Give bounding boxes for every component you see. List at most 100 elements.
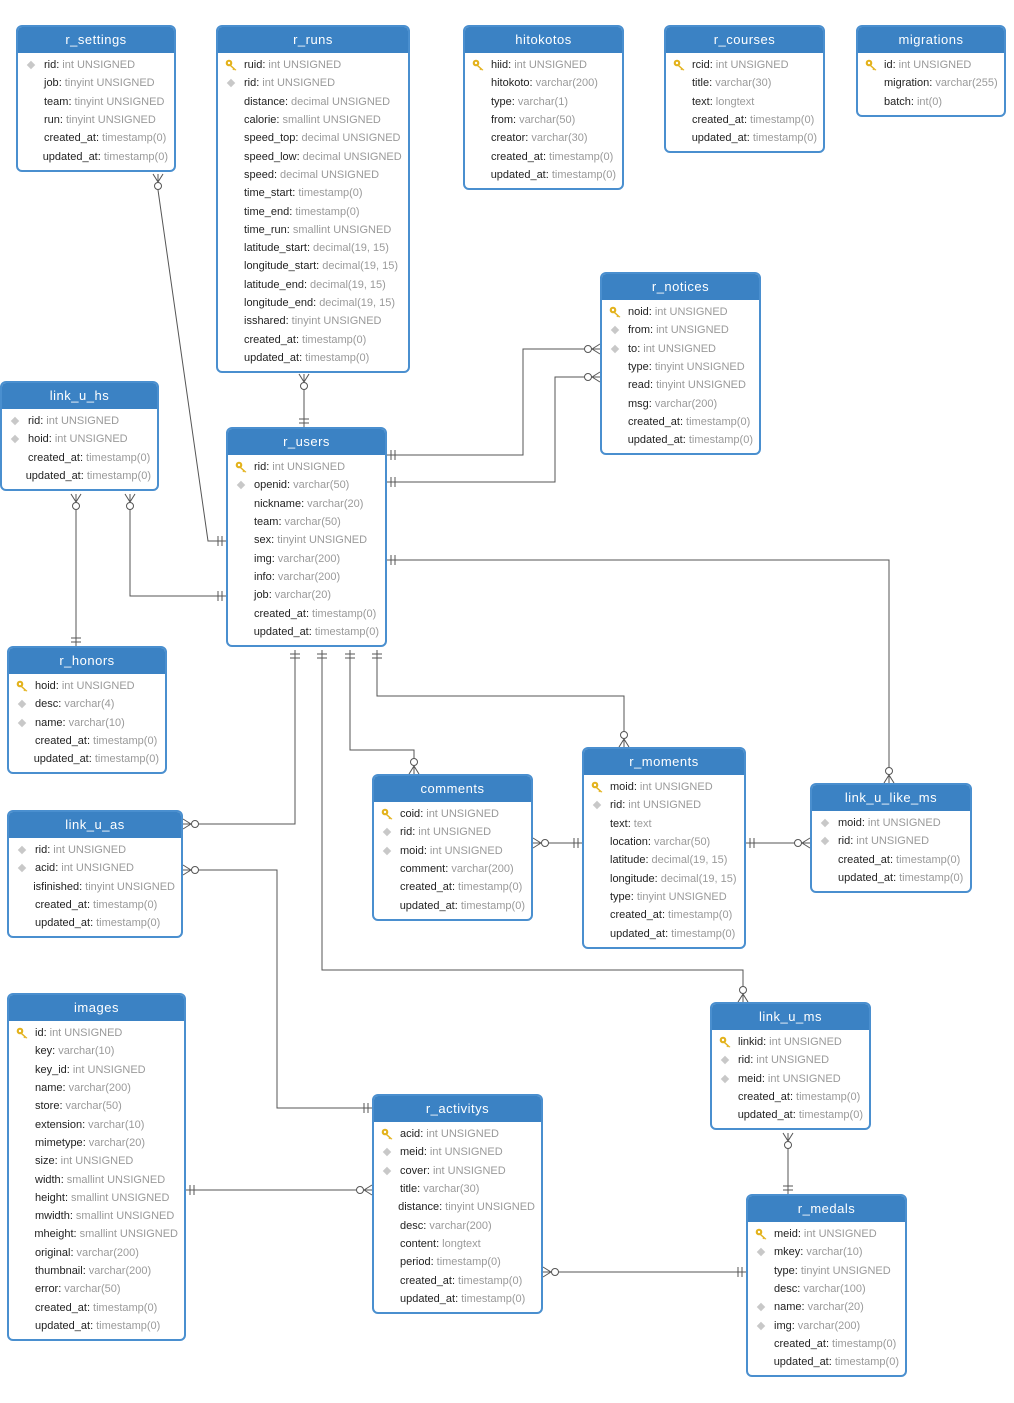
blank-icon [224, 297, 238, 309]
field-separator: : [316, 260, 320, 273]
zero-marker [794, 839, 802, 847]
field-row: desc:varchar(4) [15, 695, 159, 713]
field-type: varchar(50) [65, 1100, 122, 1113]
field-separator: : [80, 470, 84, 483]
field-separator: : [679, 415, 684, 428]
field-name: updated_at [35, 917, 91, 930]
field-name: title [692, 77, 710, 90]
field-row: mimetype:varchar(20) [15, 1134, 178, 1152]
field-type: timestamp(0) [460, 899, 525, 912]
field-row: longitude_end:decimal(19, 15) [224, 294, 402, 312]
crowfoot-marker [363, 1189, 373, 1196]
blank-icon [234, 608, 248, 620]
field-separator: : [828, 1356, 832, 1369]
field-name: info [254, 570, 272, 583]
blank-icon [15, 1247, 29, 1259]
field-separator: : [423, 844, 427, 857]
blank-icon [818, 854, 832, 866]
field-separator: : [296, 150, 300, 163]
field-separator: : [62, 1082, 66, 1095]
field-row: noid:int UNSIGNED [608, 303, 753, 321]
field-row: acid:int UNSIGNED [15, 859, 175, 877]
field-type: int UNSIGNED [656, 324, 729, 337]
field-row: hitokoto:varchar(200) [471, 74, 616, 92]
field-row: extension:varchar(10) [15, 1115, 178, 1133]
table-title: r_moments [584, 749, 744, 775]
field-separator: : [66, 1063, 70, 1076]
field-name: rid [254, 461, 267, 474]
field-type: timestamp(0) [688, 434, 753, 447]
field-separator: : [893, 872, 897, 885]
index-diamond-icon [224, 77, 238, 89]
field-type: tinyint UNSIGNED [291, 315, 382, 328]
field-type: tinyint UNSIGNED [64, 77, 155, 90]
field-type: int(0) [916, 95, 943, 108]
field-row: to:int UNSIGNED [608, 340, 753, 358]
field-row: location:varchar(50) [590, 833, 738, 851]
field-row: meid:int UNSIGNED [754, 1225, 899, 1243]
field-row: calorie:smallint UNSIGNED [224, 111, 402, 129]
field-type: int UNSIGNED [756, 1054, 830, 1067]
field-separator: : [412, 826, 416, 839]
primary-key-icon [754, 1228, 768, 1240]
blank-icon [608, 398, 622, 410]
field-row: updated_at:timestamp(0) [672, 129, 817, 147]
field-name: created_at [610, 909, 662, 922]
field-name: time_end [244, 205, 290, 218]
field-name: team [44, 95, 69, 108]
field-type: varchar(20) [274, 589, 331, 602]
field-type: tinyint UNSIGNED [656, 379, 746, 392]
field-name: linkid [738, 1036, 764, 1049]
field-row: created_at:timestamp(0) [234, 604, 379, 622]
field-separator: : [801, 1301, 805, 1314]
field-type: timestamp(0) [93, 735, 158, 748]
field-separator: : [423, 1219, 427, 1232]
field-name: desc [400, 1219, 424, 1232]
field-separator: : [436, 1237, 440, 1250]
blank-icon [672, 132, 686, 144]
field-name: created_at [35, 899, 87, 912]
field-row: updated_at:timestamp(0) [608, 431, 753, 449]
field-row: updated_at:timestamp(0) [15, 750, 159, 768]
field-name: job [44, 77, 59, 90]
primary-key-icon [380, 1128, 394, 1140]
field-type: timestamp(0) [899, 872, 964, 885]
field-type: varchar(200) [277, 570, 341, 583]
field-type: varchar(200) [654, 397, 718, 410]
field-separator: : [743, 114, 748, 127]
field-type: longtext [715, 95, 755, 108]
field-separator: : [64, 1191, 69, 1204]
field-separator: : [647, 836, 651, 849]
relationship-line [129, 494, 226, 597]
field-name: key_id [35, 1063, 67, 1076]
field-separator: : [70, 1246, 74, 1259]
zero-marker [885, 767, 893, 775]
field-separator: : [271, 552, 275, 565]
field-name: updated_at [244, 351, 300, 364]
blank-icon [15, 1283, 29, 1295]
field-name: acid [35, 862, 56, 875]
field-separator: : [306, 242, 311, 255]
zero-marker [410, 758, 418, 766]
field-type: timestamp(0) [551, 168, 616, 181]
field-type: int UNSIGNED [262, 77, 336, 90]
field-separator: : [709, 59, 713, 72]
